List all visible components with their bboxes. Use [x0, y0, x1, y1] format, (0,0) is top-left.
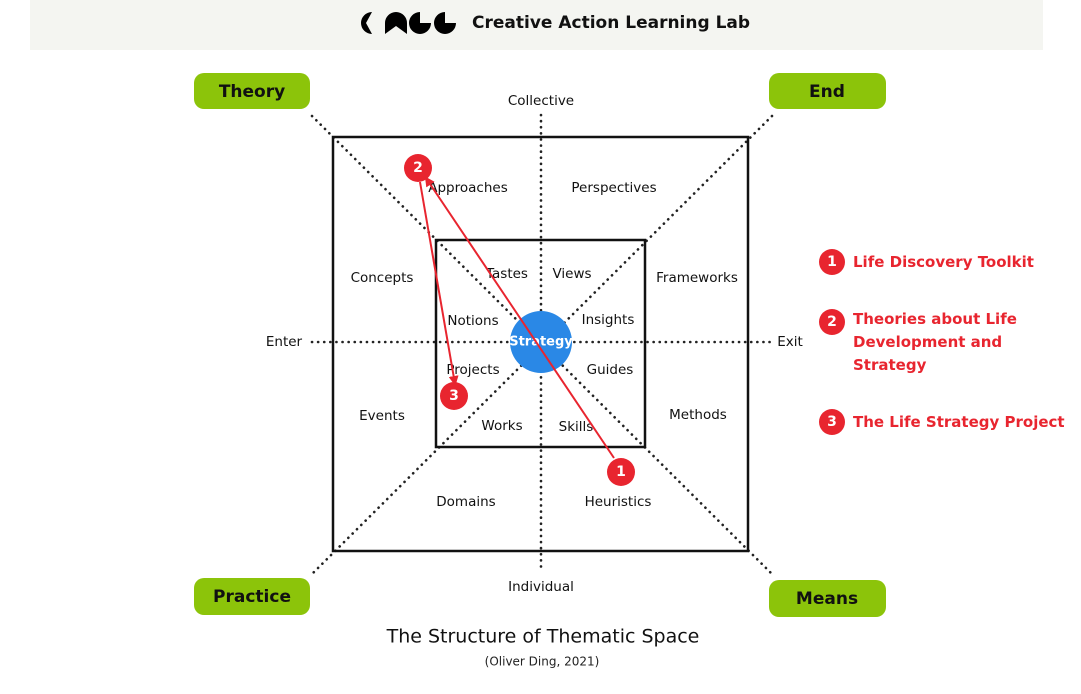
label-skills: Skills — [559, 419, 594, 435]
label-tastes: Tastes — [485, 266, 528, 282]
marker-2: 2 — [404, 154, 432, 182]
svg-text:Life Discovery Toolkit: Life Discovery Toolkit — [853, 253, 1034, 271]
label-events: Events — [359, 408, 405, 424]
label-projects: Projects — [446, 362, 499, 378]
marker-3: 3 — [440, 382, 468, 410]
label-concepts: Concepts — [351, 270, 414, 286]
svg-text:Development and: Development and — [853, 333, 1002, 351]
label-approaches: Approaches — [428, 180, 507, 196]
label-guides: Guides — [587, 362, 634, 378]
label-heuristics: Heuristics — [585, 494, 652, 510]
marker-1: 1 — [607, 458, 635, 486]
svg-text:Practice: Practice — [213, 587, 291, 607]
header-title: Creative Action Learning Lab — [472, 13, 750, 33]
corner-end: End — [769, 73, 886, 109]
svg-text:Theory: Theory — [219, 82, 285, 102]
legend-item-3: 3 The Life Strategy Project — [819, 409, 1065, 435]
svg-text:3: 3 — [827, 414, 837, 430]
caption-title: The Structure of Thematic Space — [386, 626, 700, 648]
arrow-2-to-3 — [419, 181, 459, 386]
strategy-label: Strategy — [509, 335, 573, 350]
svg-text:Means: Means — [796, 589, 858, 609]
label-domains: Domains — [436, 494, 495, 510]
caption-credit: (Oliver Ding, 2021) — [485, 655, 600, 669]
axis-bottom-label: Individual — [508, 579, 574, 595]
label-works: Works — [481, 418, 522, 434]
axis-top-label: Collective — [508, 93, 574, 109]
outer-square — [331, 135, 750, 553]
svg-text:1: 1 — [827, 254, 837, 270]
corner-practice: Practice — [194, 578, 310, 615]
corner-theory: Theory — [194, 73, 310, 109]
svg-text:3: 3 — [449, 388, 459, 404]
label-insights: Insights — [582, 312, 635, 328]
legend-item-1: 1 Life Discovery Toolkit — [819, 249, 1034, 275]
svg-text:Strategy: Strategy — [853, 356, 927, 374]
label-perspectives: Perspectives — [571, 180, 656, 196]
label-frameworks: Frameworks — [656, 270, 738, 286]
label-notions: Notions — [447, 313, 498, 329]
label-views: Views — [552, 266, 591, 282]
axis-right-label: Exit — [777, 334, 803, 350]
svg-text:Theories about Life: Theories about Life — [853, 310, 1017, 328]
svg-text:2: 2 — [827, 314, 837, 330]
label-methods: Methods — [669, 407, 727, 423]
svg-text:End: End — [809, 82, 845, 102]
inner-square — [434, 238, 647, 449]
corner-means: Means — [769, 580, 886, 617]
header-band — [30, 0, 1043, 50]
axis-left-label: Enter — [266, 334, 303, 350]
svg-text:The Life Strategy Project: The Life Strategy Project — [853, 413, 1065, 431]
call-logo — [361, 12, 456, 34]
legend-item-2: 2 Theories about Life Development and St… — [819, 309, 1017, 374]
svg-text:1: 1 — [616, 464, 626, 480]
arrow-1-to-2 — [424, 176, 615, 459]
svg-text:2: 2 — [413, 160, 423, 176]
